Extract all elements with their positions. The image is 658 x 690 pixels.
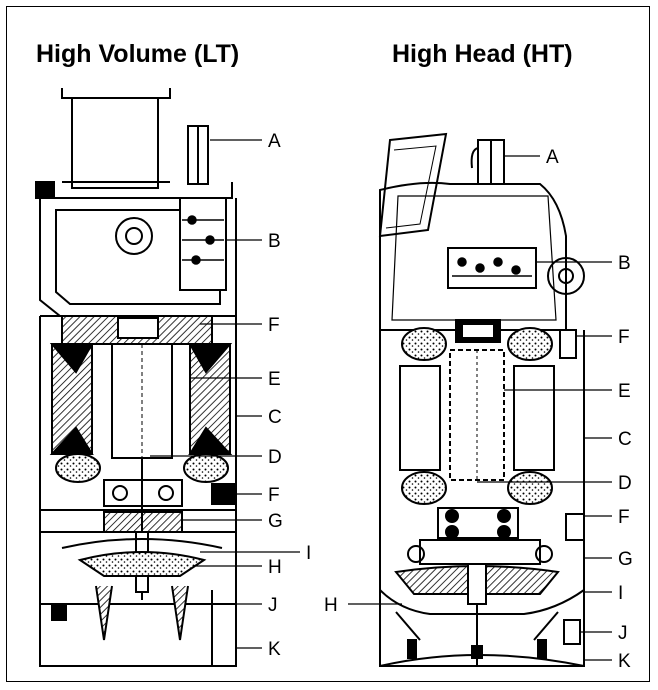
label-right-c: C: [618, 429, 632, 450]
title-high-volume: High Volume (LT): [36, 40, 240, 68]
right-callout-labels: A B F E C D F G H I J K: [324, 147, 633, 672]
right-leader-lines: [348, 155, 612, 661]
label-right-a: A: [546, 147, 559, 168]
label-right-e: E: [618, 381, 631, 402]
label-right-i: I: [618, 583, 623, 604]
left-pump-drawing: [35, 88, 237, 667]
label-left-h: H: [268, 557, 282, 578]
label-right-g: G: [618, 549, 633, 570]
label-right-k: K: [618, 651, 631, 672]
figure-frame: [6, 6, 650, 682]
label-left-d: D: [268, 447, 282, 468]
label-left-f-lower: F: [268, 485, 280, 506]
label-left-a: A: [268, 131, 281, 152]
label-left-c: C: [268, 407, 282, 428]
label-left-g: G: [268, 511, 283, 532]
label-right-b: B: [618, 253, 631, 274]
title-high-head: High Head (HT): [392, 40, 573, 68]
left-leader-lines: [150, 139, 300, 649]
label-left-b: B: [268, 231, 281, 252]
label-left-j: J: [268, 595, 278, 616]
label-right-h: H: [324, 595, 338, 616]
label-right-f-lower: F: [618, 507, 630, 528]
label-left-k: K: [268, 639, 281, 660]
label-right-j: J: [618, 623, 628, 644]
left-callout-labels: A B F E C D F G I H J K: [268, 131, 311, 660]
right-pump-drawing: [378, 132, 585, 667]
label-left-i: I: [306, 543, 311, 564]
label-right-f-upper: F: [618, 327, 630, 348]
label-left-e: E: [268, 369, 281, 390]
label-right-d: D: [618, 473, 632, 494]
label-left-f-upper: F: [268, 315, 280, 336]
